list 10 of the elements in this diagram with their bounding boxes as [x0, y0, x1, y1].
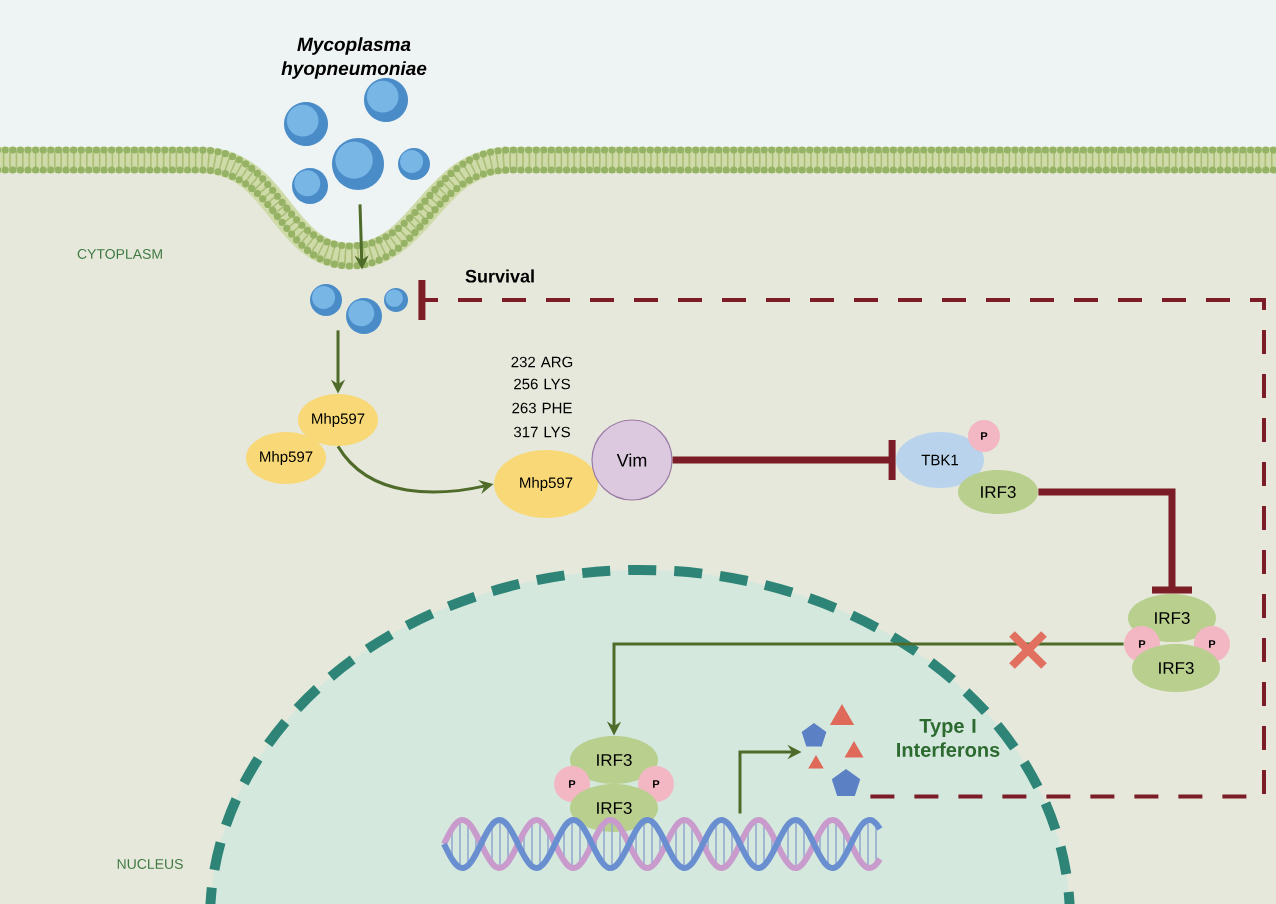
- edge-label: Survival: [465, 269, 534, 283]
- dna-drawing: [441, 817, 883, 871]
- bacteria-drawing: [310, 284, 408, 334]
- interferon-drawing: [801, 704, 864, 797]
- arrow: [672, 440, 896, 480]
- species-name: Mycoplasma hyopneumoniae: [281, 37, 427, 79]
- molecule-name: Type I Interferons: [897, 719, 1000, 757]
- arrow: [1038, 488, 1192, 594]
- arrow: [418, 280, 1266, 799]
- bacteria-drawing: [284, 78, 430, 204]
